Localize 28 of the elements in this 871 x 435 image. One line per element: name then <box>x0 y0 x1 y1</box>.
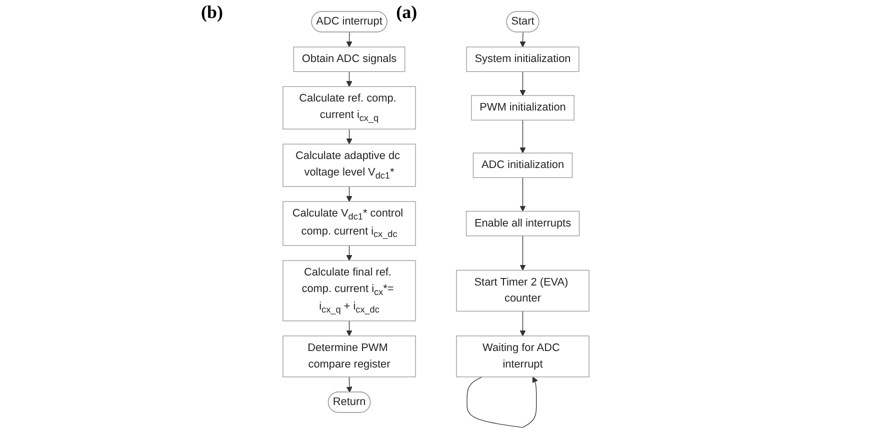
arrow <box>519 71 526 96</box>
node-box: Calculate ref. comp. current i$_{cx_q}$ <box>282 86 416 130</box>
arrow <box>519 310 526 336</box>
panel-label: (b) <box>201 2 224 23</box>
node-box: Calculate final ref. comp. current i$_{cx}$*= i$_{cx_q}$ + i$_{cx_dc}$ <box>282 260 416 322</box>
panel-label: (a) <box>396 2 418 23</box>
node-box: Calculate adaptive dc voltage level V$_{dc1}$* <box>282 144 416 187</box>
node-box: Enable all interrupts <box>465 210 580 236</box>
node-box: Waiting for ADC interrupt <box>456 336 589 378</box>
node-box: Obtain ADC signals <box>292 46 405 72</box>
node-box: Calculate V$_{dc1}$* control comp. current i$_{cx_dc}$ <box>282 201 416 246</box>
node-box: Start Timer 2 (EVA) counter <box>456 270 589 312</box>
arrow <box>346 376 352 393</box>
arrow <box>519 32 526 48</box>
arrow <box>346 71 352 87</box>
node-box: PWM initialization <box>470 95 574 120</box>
arrow <box>346 320 352 336</box>
arrow <box>466 376 538 428</box>
arrow <box>346 32 352 48</box>
arrow <box>346 245 352 261</box>
node-box: ADC initialization <box>472 152 572 178</box>
node-box: System initialization <box>466 46 579 72</box>
arrow <box>519 177 526 212</box>
node-box: Determine PWM compare register <box>282 336 416 378</box>
arrow <box>519 120 526 154</box>
arrow <box>346 128 352 144</box>
arrow <box>519 236 526 270</box>
arrow <box>346 186 352 202</box>
